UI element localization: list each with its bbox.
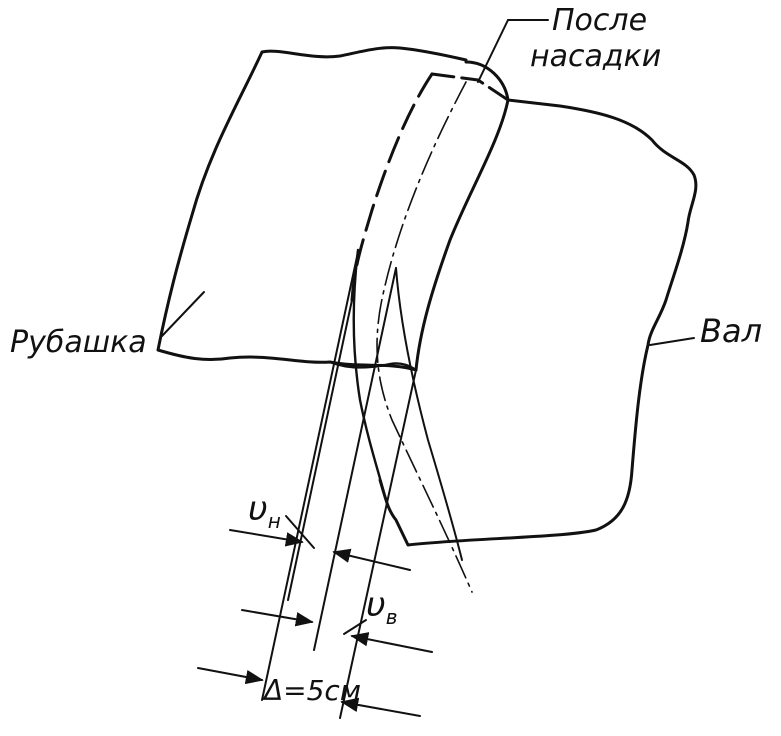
label-v-outer: υн — [248, 489, 281, 533]
label-jacket: Рубашка — [10, 325, 147, 360]
arrow-v-inner-right — [350, 632, 433, 653]
leader-shaft — [649, 337, 695, 346]
leader-v-outer — [285, 515, 315, 549]
label-after-fit-line2: насадки — [530, 39, 661, 74]
jacket-front-edge — [414, 60, 510, 372]
label-after-fit-line1: После — [552, 3, 647, 38]
extension-line-3 — [287, 299, 353, 601]
after-fit-left-edge — [350, 72, 434, 302]
arrow-delta-left — [197, 667, 264, 685]
label-v-inner: υв — [366, 585, 397, 629]
leader-jacket — [161, 291, 205, 337]
extension-line-1 — [261, 251, 359, 701]
arrow-v-outer-inner — [332, 548, 411, 571]
shaft-outline — [378, 98, 698, 547]
arrow-v-inner-left — [241, 609, 314, 627]
leader-v-inner — [343, 619, 367, 635]
shaft-surface-curve-2 — [395, 267, 463, 561]
contact-line — [328, 360, 418, 372]
shaft-surface-curve — [352, 248, 388, 502]
arrow-v-outer — [229, 529, 304, 547]
extension-line-4 — [339, 369, 417, 719]
label-delta: Δ=5см — [262, 674, 361, 707]
arrow-delta-right — [340, 697, 421, 717]
extension-line-2 — [313, 267, 397, 651]
jacket-outline — [156, 46, 468, 372]
leader-after-fit — [477, 19, 509, 83]
label-shaft: Вал — [700, 312, 762, 350]
